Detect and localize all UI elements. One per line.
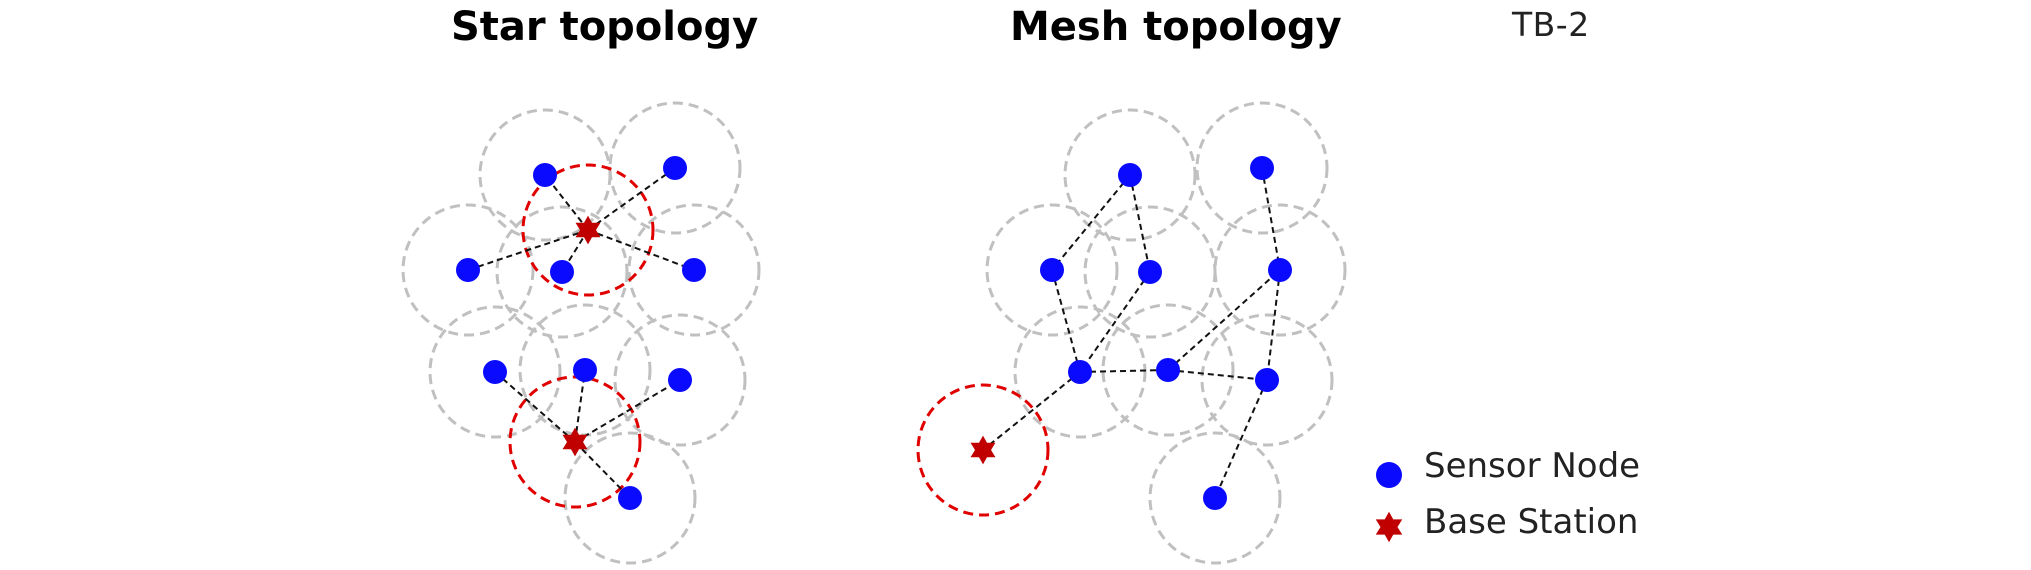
- range-ring: [1148, 431, 1282, 565]
- range-ring: [563, 431, 697, 565]
- sensor-node: [668, 368, 692, 392]
- link: [1266, 269, 1281, 381]
- range-ring: [428, 305, 562, 439]
- link: [1051, 269, 1081, 373]
- legend-base-station-icon: [1375, 511, 1403, 543]
- legend-sensor-node-icon: [1376, 462, 1402, 488]
- sensor-node: [1068, 360, 1092, 384]
- base-station-ring: [521, 163, 655, 297]
- sensor-node: [1156, 358, 1180, 382]
- link: [587, 229, 695, 271]
- sensor-node: [1203, 486, 1227, 510]
- link: [1261, 167, 1281, 271]
- link: [1079, 369, 1169, 373]
- sensor-node: [682, 258, 706, 282]
- mesh-sensor-nodes: [1040, 156, 1292, 510]
- sensor-node: [1255, 368, 1279, 392]
- mesh-base-stations: [970, 435, 996, 465]
- sensor-node: [550, 260, 574, 284]
- link: [1167, 369, 1268, 381]
- sensor-node: [1040, 258, 1064, 282]
- range-ring: [613, 313, 747, 447]
- range-ring: [1200, 313, 1334, 447]
- mesh-topology-title: Mesh topology: [1010, 4, 1342, 50]
- link: [467, 229, 589, 271]
- star-base-rings: [508, 163, 655, 509]
- link: [1214, 379, 1268, 499]
- link: [1129, 174, 1151, 273]
- range-ring: [985, 203, 1119, 337]
- sensor-node: [1250, 156, 1274, 180]
- legend-sensor-node-label: Sensor Node: [1424, 446, 1641, 486]
- link: [574, 441, 631, 499]
- link: [1079, 271, 1151, 373]
- sensor-node: [1268, 258, 1292, 282]
- star-topology: [401, 101, 761, 565]
- link: [1051, 174, 1131, 271]
- range-ring: [1101, 303, 1235, 437]
- mesh-base-rings: [916, 383, 1050, 517]
- base-station-ring: [916, 383, 1050, 517]
- mesh-topology: [916, 101, 1347, 565]
- sensor-node: [663, 156, 687, 180]
- base-station-ring: [508, 375, 642, 509]
- sensor-node: [483, 360, 507, 384]
- mesh-links: [982, 167, 1281, 499]
- range-ring: [1213, 203, 1347, 337]
- link: [1167, 269, 1281, 371]
- star-range-rings: [401, 101, 761, 565]
- legend-base-station-label: Base Station: [1424, 502, 1639, 542]
- sensor-node: [1138, 260, 1162, 284]
- link: [574, 379, 681, 443]
- figure-tag: TB-2: [1512, 5, 1590, 44]
- sensor-node: [1118, 163, 1142, 187]
- link: [544, 174, 589, 231]
- star-topology-title: Star topology: [451, 4, 759, 50]
- mesh-range-rings: [985, 101, 1347, 565]
- star-links: [467, 167, 695, 499]
- range-ring: [627, 203, 761, 337]
- sensor-node: [618, 486, 642, 510]
- range-ring: [495, 205, 629, 339]
- sensor-node: [456, 258, 480, 282]
- range-ring: [1063, 108, 1197, 242]
- base-station-icon: [970, 435, 996, 465]
- range-ring: [401, 203, 535, 337]
- sensor-node: [533, 163, 557, 187]
- star-base-stations: [562, 215, 601, 457]
- sensor-node: [573, 358, 597, 382]
- link: [494, 371, 576, 443]
- range-ring: [1013, 305, 1147, 439]
- range-ring: [1195, 101, 1329, 235]
- star-sensor-nodes: [456, 156, 706, 510]
- legend: [1375, 462, 1403, 543]
- link: [982, 371, 1081, 451]
- range-ring: [608, 101, 742, 235]
- link: [587, 167, 676, 231]
- link: [574, 369, 586, 443]
